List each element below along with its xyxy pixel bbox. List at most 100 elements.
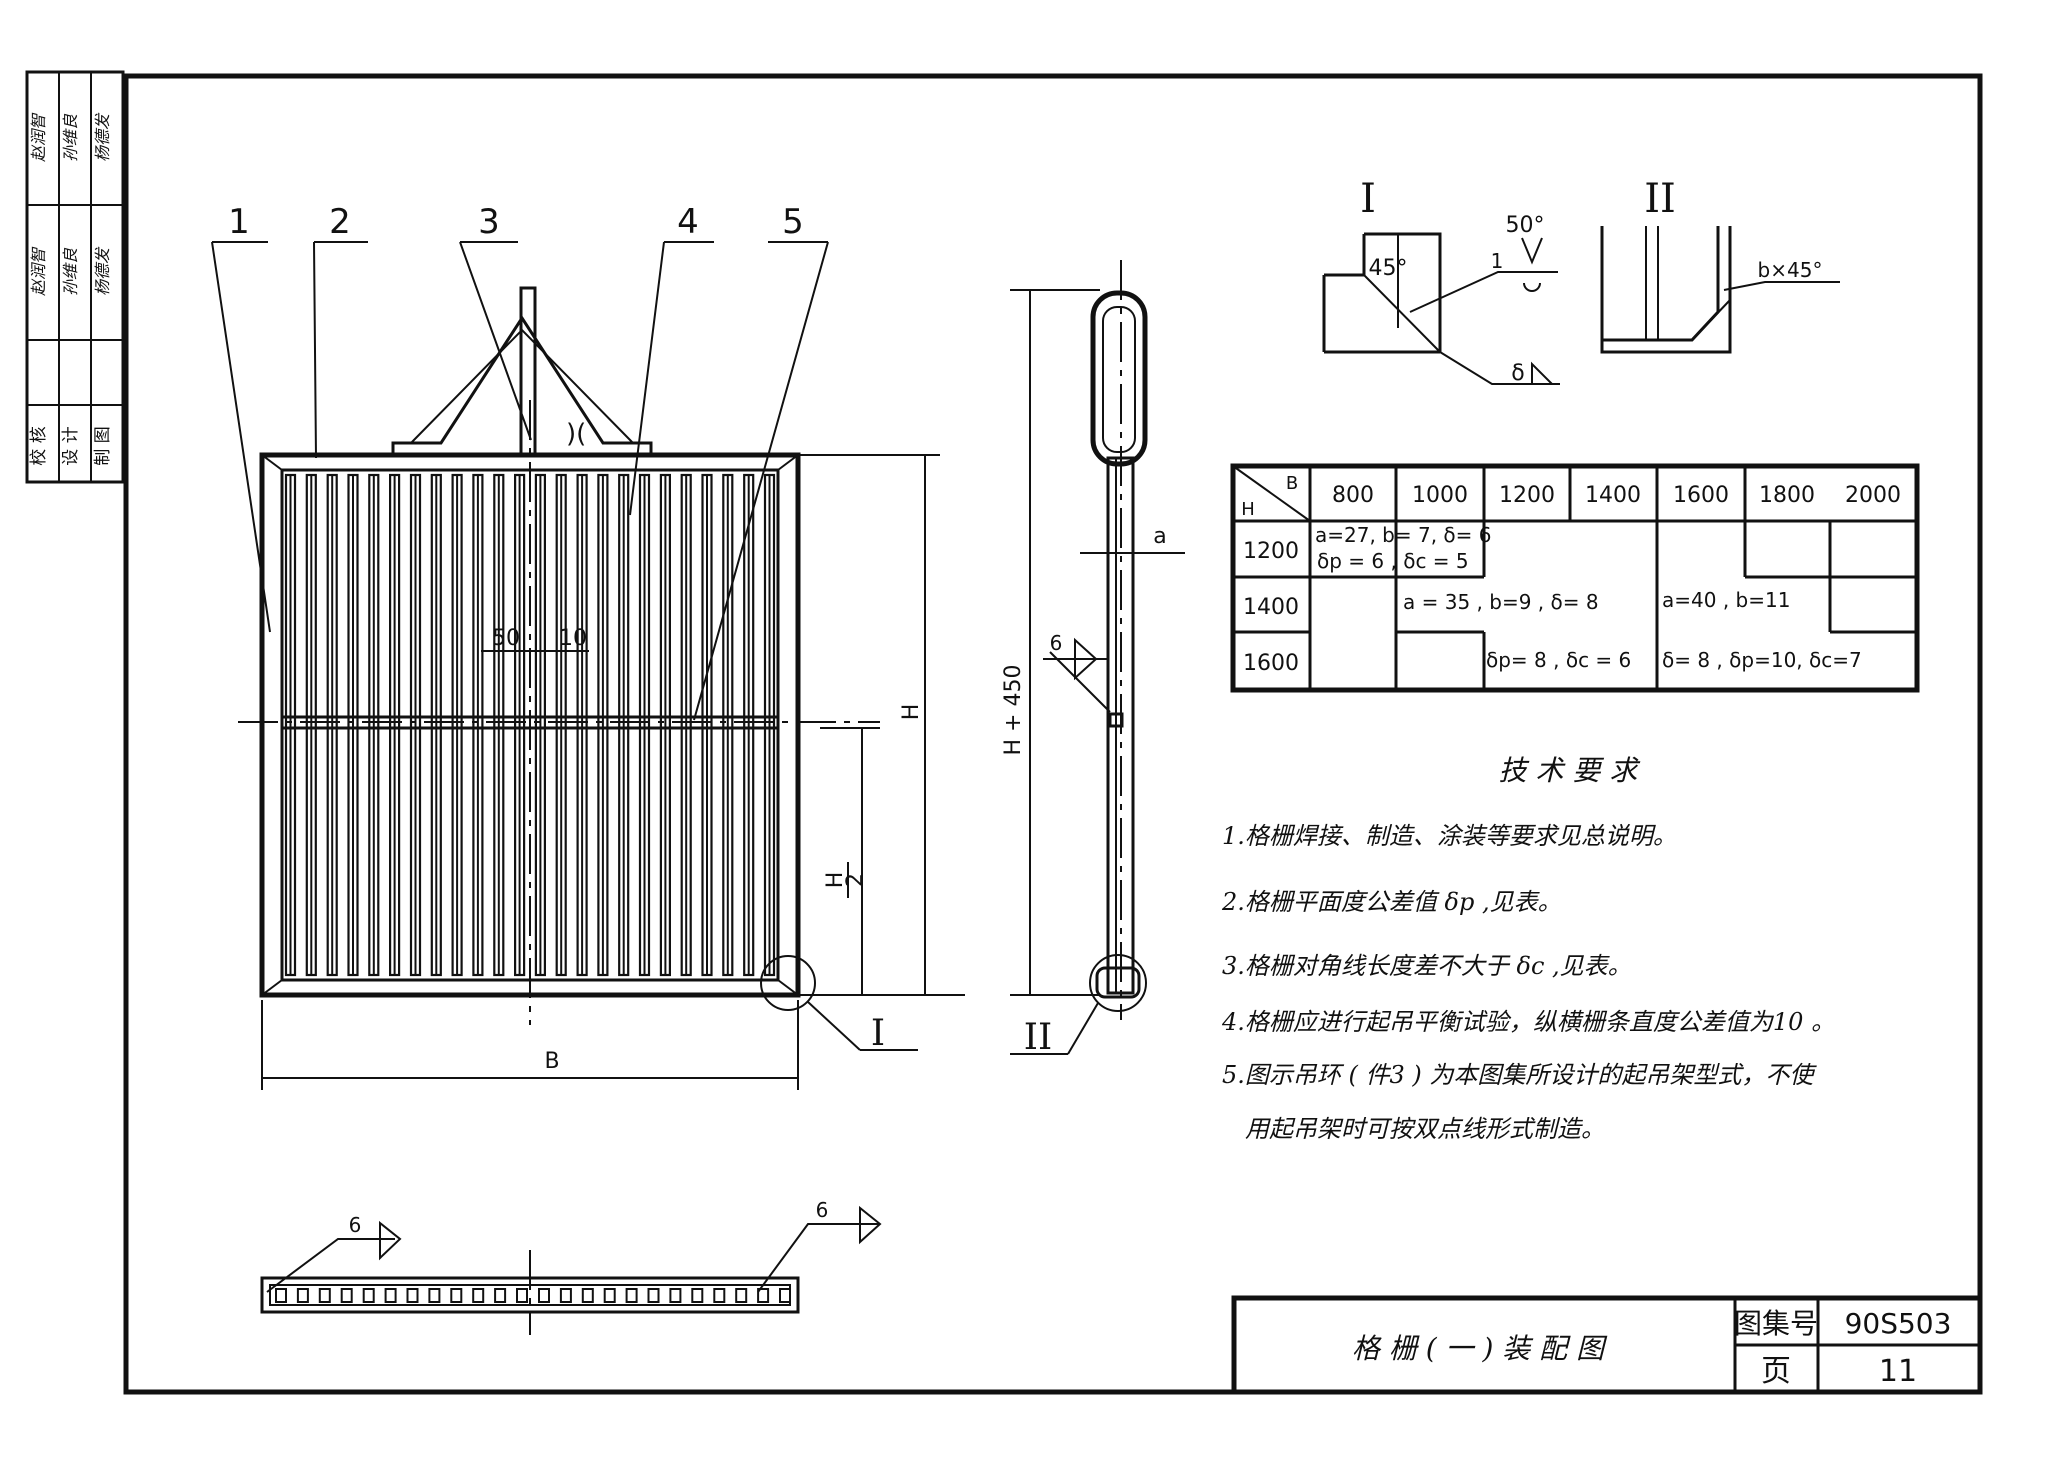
bar-slot [538, 1288, 550, 1303]
front-view: )( 50 10 H H 2 B [238, 286, 965, 1090]
role-check: 校 核 [29, 426, 49, 465]
bar-slot [428, 1288, 441, 1303]
dim-10: 10 [559, 626, 587, 651]
bar-slot [472, 1288, 485, 1303]
table-col-header: 1400 [1585, 483, 1641, 508]
cell-1200-line1: a=27, b= 7, δ= 6 [1315, 523, 1492, 547]
signature-b-1: 赵润智 [29, 112, 48, 162]
cell-mid-line1: a = 35 , b=9 , δ= 8 [1403, 590, 1599, 614]
weld-6-side: 6 [1050, 631, 1063, 655]
bar-slot [713, 1288, 726, 1303]
dim-b: B [544, 1049, 559, 1074]
dim-50: 50 [492, 626, 520, 651]
table-col-header: 1800 [1759, 483, 1815, 508]
dim-h-plus-450: H + 450 [1001, 665, 1026, 756]
signature-b-2: 孙维良 [61, 113, 80, 162]
weld-6-bottom-left: 6 [349, 1213, 362, 1237]
detail-ii-chamfer: b×45° [1758, 258, 1823, 282]
detail-ref-i: I [871, 1013, 885, 1054]
dim-a: a [1153, 524, 1166, 549]
bar-slot [691, 1288, 704, 1303]
cell-1200-line2: δp = 6 , δc = 5 [1317, 549, 1469, 573]
dim-h-half-num: H [823, 872, 848, 889]
drawing-frame [123, 73, 1983, 1395]
weld-symbol-top: )( [566, 419, 586, 449]
cell-right-line2: δ= 8 , δp=10, δc=7 [1662, 648, 1862, 672]
role-draw: 制 图 [93, 426, 113, 465]
table-row-header: 1400 [1243, 595, 1299, 620]
notes-title: 技 术 要 求 [1499, 754, 1641, 787]
bar-slot [581, 1288, 594, 1303]
vertical-bars [284, 473, 776, 977]
table-col-header: 1000 [1412, 483, 1468, 508]
table-col-header: 1200 [1499, 483, 1555, 508]
signature-a-3: 杨德发 [93, 246, 112, 296]
table-col-header: 2000 [1845, 483, 1901, 508]
detail-ref-ii: II [1024, 1017, 1052, 1058]
title-block: 格 栅 ( 一 ) 装 配 图 图集号 90S503 页 11 [1231, 1295, 1983, 1395]
atlas-number: 90S503 [1845, 1307, 1952, 1340]
note-1: 1.格栅焊接、制造、涂装等要求见总说明。 [1222, 822, 1677, 850]
table-row-header: 1200 [1243, 539, 1299, 564]
dim-h: H [899, 704, 924, 721]
cell-mid-line2: δp= 8 , δc = 6 [1486, 648, 1631, 672]
page-number: 11 [1879, 1354, 1917, 1389]
signature-a-2: 孙维良 [61, 247, 80, 296]
cell-right-line1: a=40 , b=11 [1662, 588, 1790, 612]
bar-slot [384, 1288, 397, 1303]
page-label: 页 [1761, 1354, 1791, 1389]
signature-a-1: 赵润智 [29, 246, 48, 296]
weld-6-bottom-right: 6 [816, 1198, 829, 1222]
side-view: H + 450 a 6 II [1001, 260, 1185, 1058]
bar-slot [516, 1288, 528, 1303]
bar-slot [735, 1288, 748, 1303]
detail-i-angle-45: 45° [1369, 256, 1408, 281]
detail-ii-title: II [1644, 176, 1676, 222]
callout-2: 2 [329, 202, 351, 242]
bar-slot [450, 1288, 463, 1303]
technical-notes: 技 术 要 求 1.格栅焊接、制造、涂装等要求见总说明。 2.格栅平面度公差值 … [1221, 754, 1835, 1143]
bar-slot [406, 1288, 419, 1303]
callout-3: 3 [478, 202, 500, 242]
bar-slot [340, 1288, 353, 1303]
dim-h-half-den: 2 [843, 873, 868, 887]
callout-5: 5 [782, 202, 804, 242]
bar-slot [647, 1288, 660, 1303]
detail-ii: II b×45° [1600, 176, 1840, 354]
note-6: 用起吊架时可按双点线形式制造。 [1245, 1115, 1605, 1143]
signature-b-3: 杨德发 [93, 112, 112, 162]
bar-slot [625, 1288, 638, 1303]
note-5: 5.图示吊环 ( 件3 ) 为本图集所设计的起吊架型式，不使 [1222, 1061, 1817, 1089]
table-col-header: 1600 [1673, 483, 1729, 508]
bar-slot [362, 1288, 375, 1303]
callout-1: 1 [228, 202, 250, 242]
detail-i-title: I [1360, 176, 1376, 222]
table-corner-h: H [1241, 499, 1255, 520]
detail-i-angle-50: 50° [1506, 213, 1545, 238]
drawing-title: 格 栅 ( 一 ) 装 配 图 [1352, 1332, 1608, 1365]
signature-column: 校 核 设 计 制 图 赵润智 孙维良 杨德发 赵润智 孙维良 杨德发 [25, 70, 125, 484]
bottom-bar-slots [275, 1288, 791, 1303]
bar-slot [494, 1288, 507, 1303]
atlas-label: 图集号 [1734, 1307, 1818, 1340]
note-4: 4.格栅应进行起吊平衡试验，纵横栅条直度公差值为10 。 [1221, 1008, 1835, 1036]
bar-slot [779, 1288, 791, 1303]
detail-i: I 45° 1 50° δ [1322, 176, 1560, 386]
spec-table: B H 800 1000 1200 1400 1600 1800 2000 1200 1400… [1230, 463, 1920, 693]
bar-slot [669, 1288, 682, 1303]
detail-i-weld-1: 1 [1491, 249, 1504, 273]
detail-i-delta: δ [1511, 361, 1524, 386]
note-2: 2.格栅平面度公差值 δp ,见表。 [1221, 888, 1562, 916]
bar-slot [559, 1288, 572, 1303]
table-row-header: 1600 [1243, 651, 1299, 676]
table-corner-b: B [1286, 473, 1298, 494]
bar-slot [275, 1288, 287, 1303]
bar-slot [757, 1288, 770, 1303]
bottom-view: 6 6 [260, 1198, 882, 1335]
callout-4: 4 [677, 202, 699, 242]
table-row-headers: 1200 1400 1600 [1243, 539, 1299, 676]
role-design: 设 计 [61, 426, 81, 465]
table-column-headers: 800 1000 1200 1400 1600 1800 2000 [1332, 483, 1901, 508]
table-col-header: 800 [1332, 483, 1374, 508]
